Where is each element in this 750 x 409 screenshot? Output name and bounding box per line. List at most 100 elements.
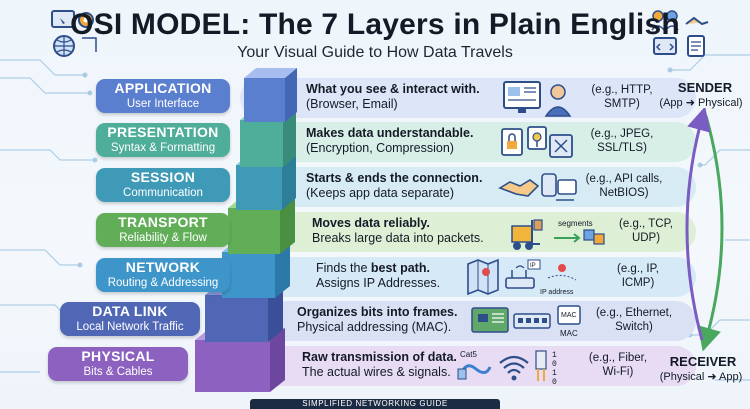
layer-subtitle: Bits & Cables bbox=[83, 366, 153, 378]
layer-label-transport[interactable]: TRANSPORT Reliability & Flow bbox=[96, 213, 230, 247]
desc-line2: The actual wires & signals. bbox=[302, 365, 451, 379]
desc-line1: Organizes bits into frames. bbox=[297, 305, 458, 319]
receiver-title: RECEIVER bbox=[669, 354, 737, 369]
layer-name: PRESENTATION bbox=[107, 124, 219, 140]
band-transport bbox=[240, 212, 696, 252]
sender-title: SENDER bbox=[677, 80, 733, 95]
monitor-icon bbox=[51, 10, 75, 28]
icon-label-segments: segments bbox=[558, 219, 593, 228]
icon-label-cat5: Cat5 bbox=[460, 350, 477, 359]
desc-line1: Moves data reliably. bbox=[312, 216, 430, 230]
band-application bbox=[240, 78, 696, 118]
handshake-icon bbox=[685, 16, 709, 26]
examples-transport: (e.g., TCP, UDP) bbox=[608, 217, 684, 245]
layer-label-physical[interactable]: PHYSICAL Bits & Cables bbox=[48, 347, 188, 381]
layer-subtitle: Syntax & Formatting bbox=[110, 142, 216, 154]
people-icon bbox=[652, 10, 664, 22]
layer-label-application[interactable]: APPLICATION User Interface bbox=[96, 79, 230, 113]
browser-user-icon bbox=[503, 81, 572, 117]
desc-line2: Breaks large data into packets. bbox=[312, 231, 484, 245]
header-left-icons bbox=[51, 10, 97, 57]
desc-data-link: Organizes bits into frames. Physical add… bbox=[297, 305, 457, 335]
layer-subtitle: Routing & Addressing bbox=[107, 277, 219, 289]
desc-line2: (Keeps app data separate) bbox=[306, 186, 455, 200]
example-line1: (e.g., Ethernet, bbox=[595, 307, 673, 319]
layer-label-presentation[interactable]: PRESENTATION Syntax & Formatting bbox=[96, 123, 230, 157]
bit-0: 1 bbox=[552, 351, 557, 360]
bit-2: 1 bbox=[552, 369, 557, 378]
layer-subtitle: Communication bbox=[123, 187, 203, 199]
example-line2: SSL/TLS) bbox=[597, 142, 647, 154]
bit-3: 0 bbox=[552, 378, 557, 387]
icon-label-ip-address: IP address bbox=[540, 289, 574, 296]
bit-1: 0 bbox=[552, 360, 557, 369]
encryption-icon bbox=[501, 126, 573, 158]
layer-label-data-link[interactable]: DATA LINK Local Network Traffic bbox=[60, 302, 200, 336]
example-line1: (e.g., API calls, bbox=[585, 173, 663, 185]
example-line1: (e.g., TCP, bbox=[619, 218, 673, 230]
wifi-icon bbox=[499, 355, 529, 374]
band-presentation bbox=[240, 122, 696, 162]
examples-network: (e.g., IP, ICMP) bbox=[600, 262, 676, 290]
example-line1: (e.g., Fiber, bbox=[588, 352, 648, 364]
desc-physical: Raw transmission of data. The actual wir… bbox=[302, 350, 457, 380]
desc-network: Finds the best path. Assigns IP Addresse… bbox=[316, 261, 440, 291]
example-line1: (e.g., IP, bbox=[617, 263, 659, 275]
examples-physical: (e.g., Fiber, Wi-Fi) bbox=[578, 351, 658, 379]
desc-presentation: Makes data understandable. (Encryption, … bbox=[306, 126, 473, 156]
up-arrow bbox=[685, 108, 711, 341]
flow-cycle-arrows bbox=[685, 108, 724, 352]
example-line2: NetBIOS) bbox=[599, 187, 649, 199]
example-line1: (e.g., JPEG, bbox=[590, 128, 654, 140]
down-arrow bbox=[697, 115, 724, 352]
forklift-segments-icon: segments bbox=[511, 219, 605, 250]
desc-line2: (Encryption, Compression) bbox=[306, 141, 454, 155]
layer-name: DATA LINK bbox=[92, 303, 168, 319]
examples-session: (e.g., API calls, NetBIOS) bbox=[578, 172, 670, 200]
cube-application bbox=[244, 68, 297, 122]
layer-name: PHYSICAL bbox=[81, 348, 155, 364]
receiver-subtitle: (Physical ➜ App) bbox=[659, 371, 743, 383]
icon-chip-ip: IP bbox=[530, 263, 536, 269]
examples-application: (e.g., HTTP, SMTP) bbox=[582, 83, 662, 111]
examples-data-link: (e.g., Ethernet, Switch) bbox=[588, 306, 680, 334]
band-data-link bbox=[240, 301, 696, 341]
icon-label-mac: MAC bbox=[560, 329, 578, 338]
example-line2: Wi-Fi) bbox=[602, 366, 634, 378]
sender-subtitle: (App ➜ Physical) bbox=[659, 97, 743, 109]
desc-line2: Physical addressing (MAC). bbox=[297, 320, 452, 334]
map-router-icon: IP IP address bbox=[467, 258, 577, 296]
desc-application: What you see & interact with. (Browser, … bbox=[306, 82, 480, 112]
layer-name: APPLICATION bbox=[114, 80, 212, 96]
example-line2: ICMP) bbox=[621, 277, 655, 289]
example-line2: UDP) bbox=[631, 232, 661, 244]
desc-line1-bold: best path. bbox=[370, 261, 430, 275]
band-session bbox=[240, 167, 696, 207]
desc-line1: Starts & ends the connection. bbox=[306, 171, 483, 185]
layer-subtitle: Local Network Traffic bbox=[76, 321, 184, 333]
example-line2: SMTP) bbox=[604, 98, 640, 110]
header-right-icons bbox=[651, 10, 709, 57]
handshake-devices-icon bbox=[498, 173, 577, 201]
page-subtitle: Your Visual Guide to How Data Travels bbox=[237, 44, 513, 61]
desc-line1: Raw transmission of data. bbox=[302, 350, 457, 364]
example-line1: (e.g., HTTP, bbox=[591, 84, 653, 96]
layer-subtitle: User Interface bbox=[126, 98, 200, 110]
layer-name: SESSION bbox=[130, 169, 196, 185]
desc-line1: Makes data understandable. bbox=[306, 126, 474, 140]
example-line2: Switch) bbox=[615, 321, 653, 333]
desc-session: Starts & ends the connection. (Keeps app… bbox=[306, 171, 482, 201]
layer-name: NETWORK bbox=[125, 259, 201, 275]
layer-name: TRANSPORT bbox=[118, 214, 208, 230]
desc-line1: What you see & interact with. bbox=[306, 82, 480, 96]
cable-wifi-bits-icon: Cat5 1 0 1 0 bbox=[457, 350, 557, 387]
layer-subtitle: Reliability & Flow bbox=[119, 232, 207, 244]
layer-label-session[interactable]: SESSION Communication bbox=[96, 168, 230, 202]
layer-label-network[interactable]: NETWORK Routing & Addressing bbox=[96, 258, 230, 292]
page-title: OSI MODEL: The 7 Layers in Plain English bbox=[70, 8, 680, 41]
examples-presentation: (e.g., JPEG, SSL/TLS) bbox=[582, 127, 662, 155]
icon-chip-mac: MAC bbox=[561, 312, 577, 319]
desc-transport: Moves data reliably. Breaks large data i… bbox=[312, 216, 484, 246]
desc-line2: (Browser, Email) bbox=[306, 97, 398, 111]
